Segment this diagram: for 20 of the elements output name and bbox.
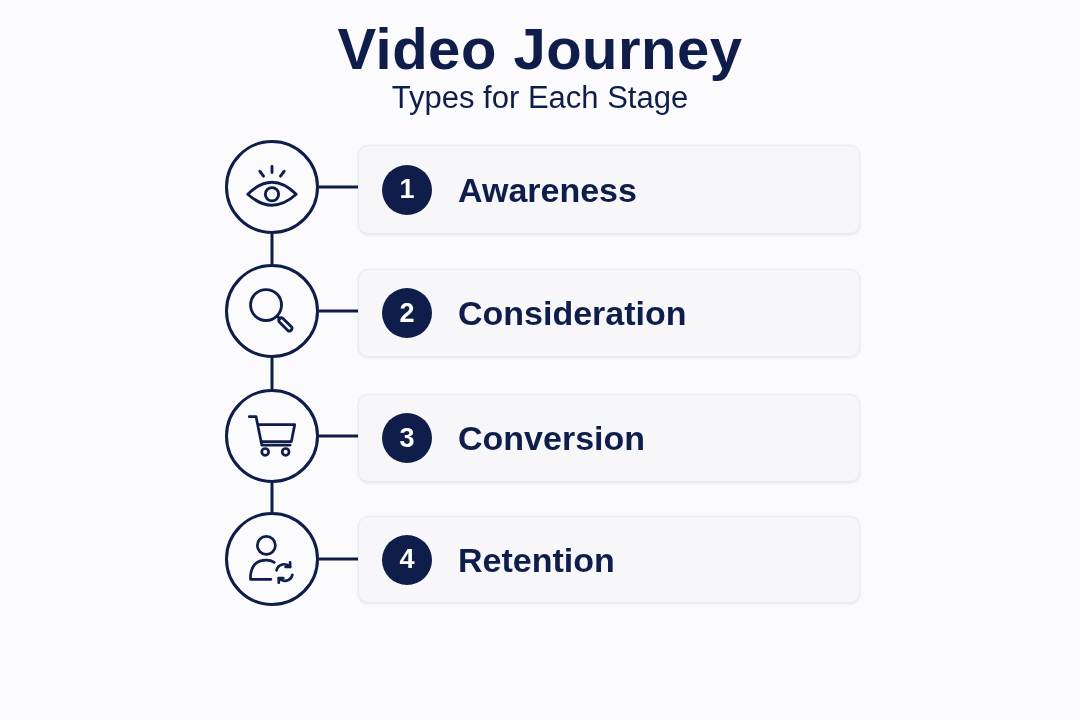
stage-card [358,394,860,482]
stage-title: Retention [458,542,615,577]
stage-card [358,145,860,234]
connector-line [270,483,274,512]
stage-title: Awareness [458,172,637,207]
connector-line [270,358,274,389]
number-badge: 2 [382,288,432,338]
stage-card [358,516,860,603]
stage-title: Consideration [458,296,687,330]
stage-card [358,269,860,357]
stage-title: Conversion [458,421,646,455]
number-badge: 4 [382,534,432,585]
connector-line [319,309,358,313]
number-badge: 3 [382,413,432,463]
subtitle: Types for Each Stage [391,82,689,113]
connector-line [270,234,274,264]
connector-line [319,557,358,561]
connector-line [319,185,358,189]
connector-line [319,434,358,438]
number-badge: 1 [382,164,432,215]
